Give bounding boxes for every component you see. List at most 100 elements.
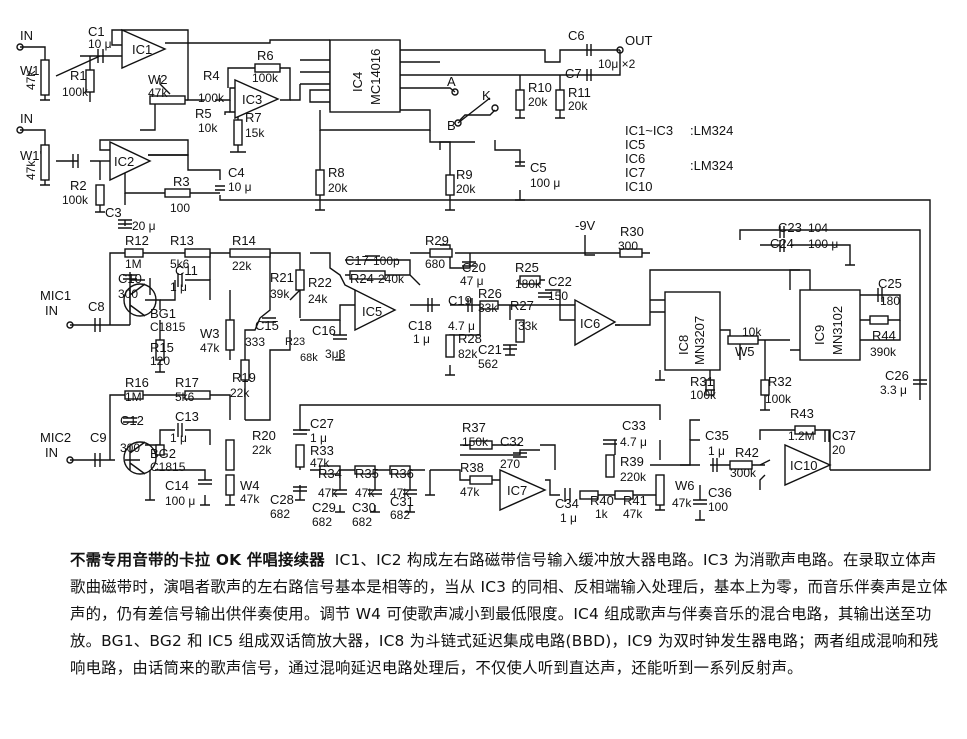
chip-ic8: IC8 MN3207: [664, 291, 721, 371]
r15-label: R15: [150, 340, 174, 355]
w1p-label: W1': [20, 148, 42, 163]
r31-label: R31: [690, 374, 714, 389]
r25-value: 180k: [515, 277, 542, 291]
ic10-label: IC10: [790, 458, 817, 473]
r36-value: 47k: [390, 486, 410, 500]
r17-value: 5k6: [175, 390, 195, 404]
c32-label: C32: [500, 434, 524, 449]
r40-label: R40: [590, 493, 614, 508]
ic8-label: IC8: [676, 335, 691, 355]
c28-label: C28: [270, 492, 294, 507]
c37-label: C37: [832, 428, 856, 443]
c21-value: 562: [478, 357, 498, 371]
c30-value: 682: [352, 515, 372, 529]
r40-value: 1k: [595, 507, 609, 521]
c13-value: 1 μ: [170, 431, 187, 445]
w1-value: 47k: [24, 70, 38, 90]
c36-label: C36: [708, 485, 732, 500]
r23-label: R23: [285, 336, 305, 348]
ic4-label: IC4: [350, 72, 365, 92]
opamp-ic10: IC10: [784, 443, 832, 487]
ic4-part: MC14016: [368, 49, 383, 105]
c29-label: C29: [312, 500, 336, 515]
r33-label: R33: [310, 443, 334, 458]
ic6-label: IC6: [580, 316, 600, 331]
w1p-value: 47k: [24, 160, 38, 180]
ic1-label: IC1: [132, 42, 152, 57]
r44-value: 390k: [870, 345, 897, 359]
r2-value: 100k: [62, 193, 89, 207]
mic1-in-label: IN: [45, 303, 58, 318]
c3-value: 20 μ: [132, 219, 156, 233]
c10-label: C10: [118, 271, 142, 286]
c11-label: C11: [175, 263, 198, 278]
r15-value: 120: [150, 354, 170, 368]
ic2-label: IC2: [114, 154, 134, 169]
r20-value: 22k: [252, 443, 272, 457]
c13-label: C13: [175, 409, 199, 424]
c15-label: C15: [255, 318, 279, 333]
c19-value: 4.7 μ: [448, 319, 475, 333]
transistors: [123, 283, 157, 475]
r4-value: 100k: [198, 91, 225, 105]
mic1-label: MIC1: [40, 288, 71, 303]
caption-body: IC1、IC2 构成左右路磁带信号输入缓冲放大器电路。IC3 为消歌声电路。在录…: [70, 551, 948, 677]
r25-label: R25: [515, 260, 539, 275]
w3-label: W3: [200, 326, 220, 341]
c37-value: 20: [832, 443, 846, 457]
c31-label: C31: [390, 494, 414, 509]
r16-label: R16: [125, 375, 149, 390]
r22-label: R22: [308, 275, 332, 290]
switch-a-label: A: [447, 74, 456, 89]
r7-label: R7: [245, 110, 262, 125]
c34-value: 1 μ: [560, 511, 577, 525]
w1-label: W1: [20, 63, 40, 78]
circuit-schematic: IC1 IC2 IC3 IC5 IC6 IC7 IC10 IC4 MC14016…: [16, 24, 931, 529]
c12-value: 300: [120, 441, 140, 455]
legend-value2: :LM324: [690, 158, 733, 173]
c24-label: C24: [770, 236, 794, 251]
r37-label: R37: [462, 420, 486, 435]
c20-value: 47 μ: [460, 274, 484, 288]
r21-value: 39k: [270, 287, 290, 301]
c16-value: 3μ3: [325, 347, 346, 361]
ic5-label: IC5: [362, 304, 382, 319]
r9-value: 20k: [456, 182, 476, 196]
c25-value: 180: [880, 294, 900, 308]
ic7-label: IC7: [507, 483, 527, 498]
labels: IN IN OUT -9V MIC1 IN MIC2 IN A B K IC1~…: [20, 24, 909, 529]
resistors: [85, 63, 889, 500]
c8-label: C8: [88, 299, 105, 314]
c26-label: C26: [885, 368, 909, 383]
r42-value: 300k: [730, 466, 757, 480]
in1-label: IN: [20, 28, 33, 43]
caption-title: 不需专用音带的卡拉 OK 伴唱接续器: [70, 551, 325, 569]
r39-value: 220k: [620, 470, 647, 484]
r33-value: 47k: [310, 456, 330, 470]
r12-label: R12: [125, 233, 149, 248]
c7-label: C7: [565, 66, 582, 81]
c5-value: 100 μ: [530, 176, 560, 190]
chip-ic4: IC4 MC14016: [329, 39, 401, 113]
c6-label: C6: [568, 28, 585, 43]
c17-value: 100p: [373, 254, 400, 268]
c22-label: C22: [548, 274, 572, 289]
w5-label: W5: [735, 344, 755, 359]
r34-label: R34: [318, 466, 342, 481]
c23-label: C23: [778, 220, 802, 235]
c12-label: C12: [120, 413, 144, 428]
ic9-part: MN3102: [830, 306, 845, 355]
switch-b-label: B: [447, 118, 456, 133]
mic2-label: MIC2: [40, 430, 71, 445]
r44-label: R44: [872, 328, 896, 343]
c31-value: 682: [390, 508, 410, 522]
r7-value: 15k: [245, 126, 265, 140]
r3-value: 100: [170, 201, 190, 215]
r9-label: R9: [456, 167, 473, 182]
r29-label: R29: [425, 233, 449, 248]
c14-value: 100 μ: [165, 494, 195, 508]
r32-value: 100k: [765, 392, 792, 406]
r42-label: R42: [735, 445, 759, 460]
legend-line4: IC7: [625, 165, 645, 180]
c4-label: C4: [228, 165, 245, 180]
